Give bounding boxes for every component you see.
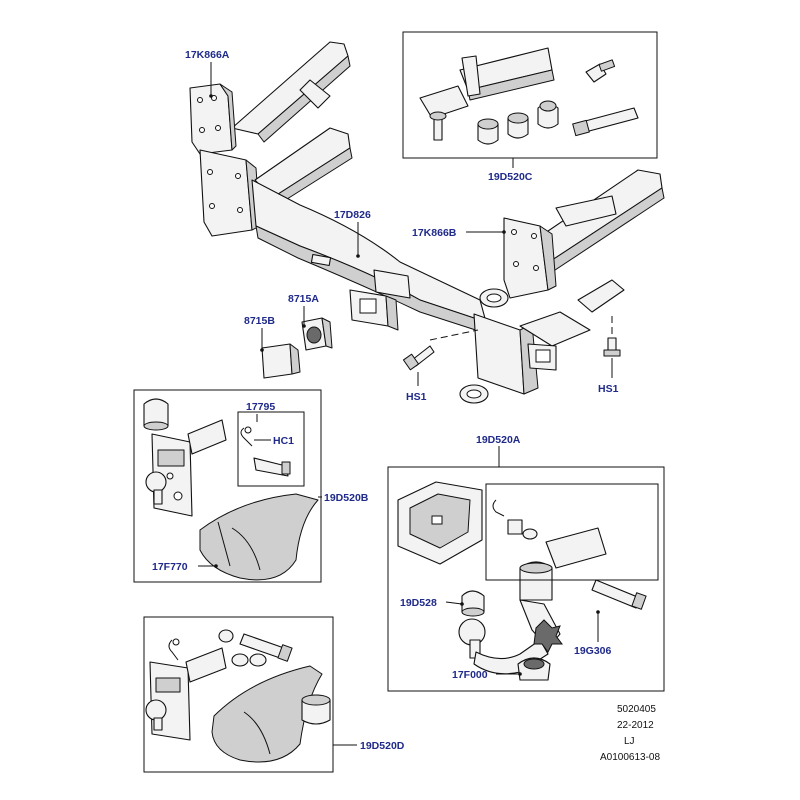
callout-8715b: 8715B: [244, 315, 275, 327]
callout-8715a: 8715A: [288, 293, 319, 305]
callout-17k866a: 17K866A: [185, 49, 230, 61]
inset-box-19d520b: [133, 389, 322, 583]
callout-19d520a: 19D520A: [476, 434, 521, 446]
plug-8715b: [261, 343, 301, 379]
callout-17f000: 17F000: [452, 669, 488, 681]
inset-19d520a-parts: [397, 481, 647, 681]
callout-17k866b: 17K866B: [412, 227, 457, 239]
callout-17f770: 17F770: [152, 561, 188, 573]
bolt-hs1-left: [402, 345, 435, 371]
footer-reference: A0100613-08: [600, 752, 660, 763]
inset-19d520d-parts: [145, 629, 331, 763]
callout-17795: 17795: [246, 401, 275, 413]
inset-ball-neck-subbox: [485, 483, 659, 581]
footer-drawing-number: 5020405: [617, 704, 656, 715]
plug-8715a: [301, 317, 333, 351]
callout-hs1-left: HS1: [406, 391, 427, 403]
footer-code: LJ: [624, 736, 635, 747]
callout-hs1-right: HS1: [598, 383, 619, 395]
callout-19g306: 19G306: [574, 645, 612, 657]
leader-lines: [198, 62, 613, 746]
inset-17795-subbox: [237, 411, 305, 487]
callout-19d520d: 19D520D: [360, 740, 405, 752]
callout-17d826: 17D826: [334, 209, 371, 221]
callout-19d528: 19D528: [400, 597, 437, 609]
bolt-hs1-right: [603, 337, 621, 357]
callout-19d520b: 19D520B: [324, 492, 369, 504]
callout-19d520c: 19D520C: [488, 171, 533, 183]
inset-19d520b-parts: [143, 398, 319, 581]
inset-box-19d520a: [387, 466, 665, 692]
footer-date: 22-2012: [617, 720, 654, 731]
towbar-frame-17d826: [189, 41, 665, 404]
inset-19d520c-parts: [419, 47, 639, 145]
inset-box-19d520c: [402, 31, 658, 159]
callout-hc1: HC1: [273, 435, 294, 447]
inset-box-19d520d: [143, 616, 334, 773]
right-bracket-plate: [503, 217, 549, 299]
